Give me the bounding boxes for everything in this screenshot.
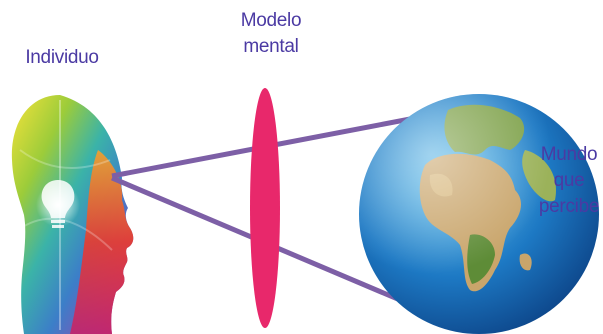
individual-label-text: Individuo [25,47,99,68]
perceived-world-label-line2: que [553,170,585,191]
mental-model-lens [250,88,280,328]
perceived-world-label-line1: Mundo [540,144,598,165]
globe-icon [359,94,599,334]
upper-sight-line [111,108,453,179]
individual-label: Individuo [22,45,102,71]
perceived-world-label: Mundo que percibe [538,142,600,220]
mental-model-label-line2: mental [243,36,299,57]
mental-model-label: Modelo mental [236,8,306,60]
perceived-world-label-line3: percibe [538,196,600,217]
lightbulb-icon [36,180,80,228]
mental-model-label-line1: Modelo [240,10,302,31]
